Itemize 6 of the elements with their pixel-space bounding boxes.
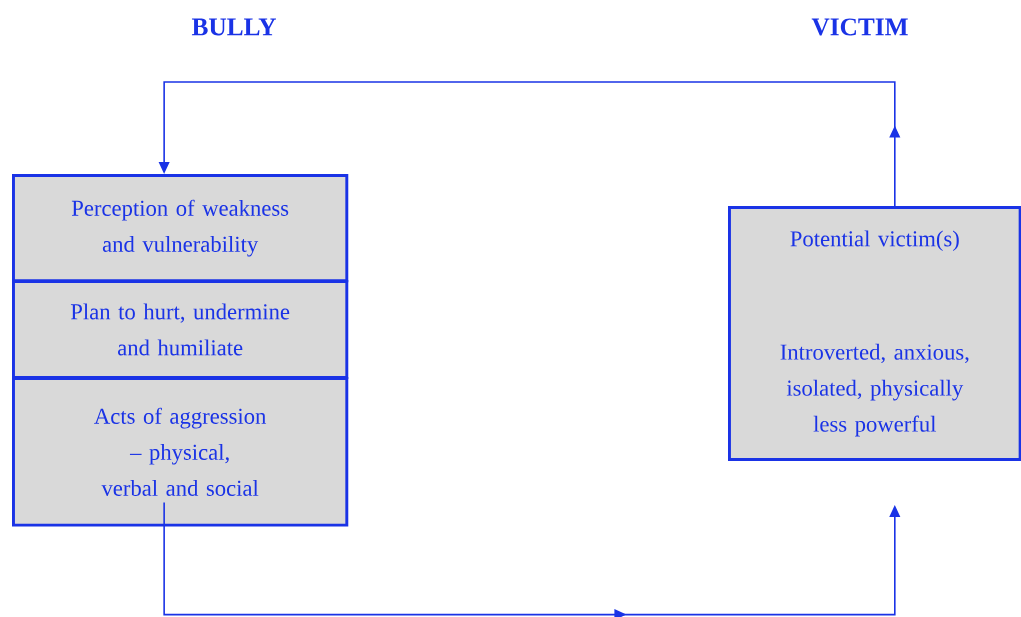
column-heading: VICTIM <box>811 18 908 36</box>
text-box: Acts of aggression – physical, verbal and social <box>12 377 349 527</box>
column-heading: BULLY <box>191 18 276 36</box>
text-box: Plan to hurt, undermine and humiliate <box>12 280 349 379</box>
text-box: Perception of weakness and vulnerability <box>12 174 349 283</box>
text-box: Potential victim(s) Introverted, anxious, isolated, physically less powerful <box>728 206 1021 461</box>
